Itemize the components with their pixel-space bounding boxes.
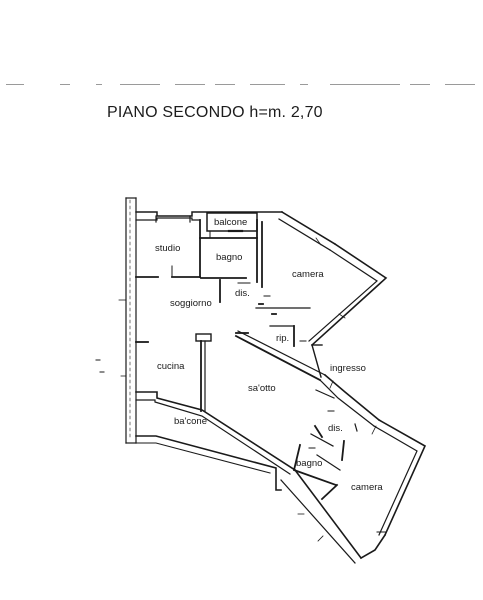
door-markers [95, 230, 335, 449]
label-studio: studio [155, 243, 180, 254]
label-balcone-bottom: ba'cone [174, 416, 207, 427]
label-ingresso: ingresso [330, 363, 366, 374]
label-bagno-top: bagno [216, 252, 242, 263]
scan-artifact-line [6, 84, 475, 85]
label-bagno-bottom: bagno [296, 458, 322, 469]
label-salotto: sa'otto [248, 383, 276, 394]
balcony-bottom [135, 435, 282, 491]
label-camera-bottom: camera [351, 482, 383, 493]
label-dis-bottom: dis. [328, 423, 343, 434]
label-cucina: cucina [157, 361, 185, 372]
label-camera-top: camera [292, 269, 324, 280]
exterior-wall-bottom [135, 391, 363, 564]
label-rip: rip. [276, 333, 289, 344]
label-soggiorno: soggiorno [170, 298, 212, 309]
exterior-wall-top [135, 211, 283, 223]
exterior-wall-lower-right [359, 418, 427, 560]
interior-walls-upper [135, 219, 311, 347]
interior-wall-salotto-upper [234, 330, 381, 427]
label-dis-top: dis. [235, 288, 250, 299]
label-balcone-top: balcone [214, 217, 247, 228]
room-labels: balcone studio bagno camera dis. soggior… [155, 217, 383, 493]
plan-title: PIANO SECONDO h=m. 2,70 [107, 104, 323, 121]
column-block [135, 332, 249, 412]
exterior-wall-left [118, 197, 137, 444]
exterior-wall-upper-right [278, 210, 388, 347]
interior-walls-lower [292, 423, 358, 501]
